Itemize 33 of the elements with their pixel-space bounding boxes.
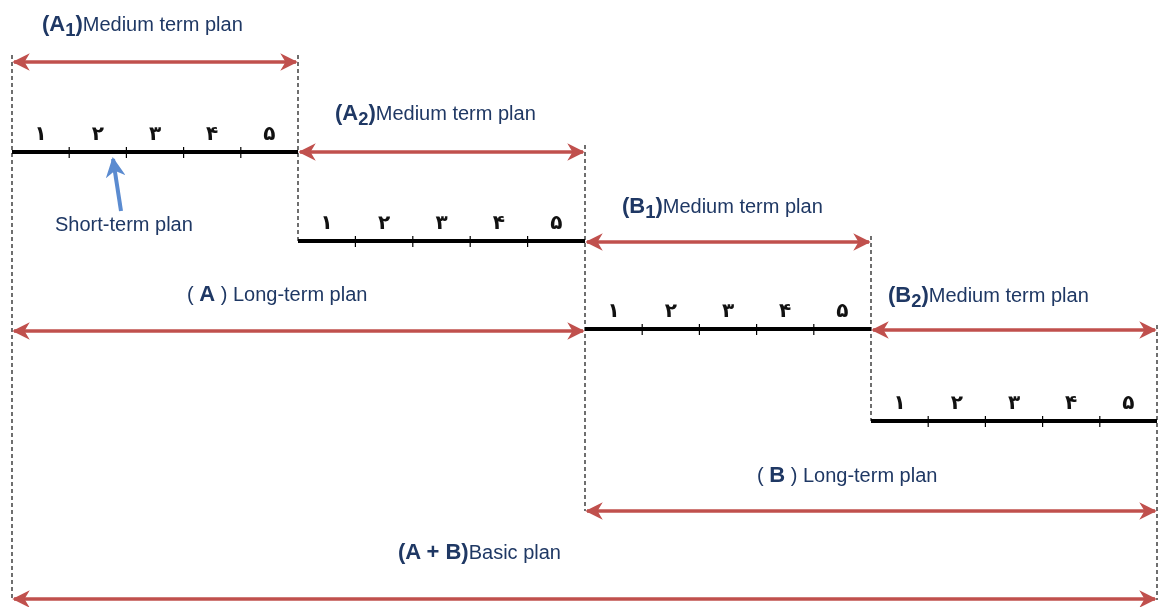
scale-number: ۵ (1121, 391, 1136, 413)
scale-number: ۱ (892, 391, 907, 413)
scale-number: ۳ (147, 122, 163, 144)
scale-number: ۳ (1006, 391, 1022, 413)
scale-number: ۵ (549, 211, 564, 233)
scale-number: ۲ (377, 211, 392, 233)
timeline-scale (585, 323, 871, 335)
span-label: (B$_{2}$)Medium term plan (888, 283, 1089, 314)
note-text: Short-term plan (55, 212, 193, 236)
scale-number: ۱ (33, 122, 48, 144)
scale-number: ۴ (491, 211, 506, 233)
span-label: (A$_{1}$)Medium term plan (42, 12, 243, 43)
span-label: (A + B)Basic plan (398, 540, 561, 564)
scale-number: ۴ (1064, 391, 1079, 413)
timeline-scale (12, 146, 298, 158)
scale-number: ۴ (778, 299, 793, 321)
scale-number: ۵ (835, 299, 850, 321)
scale-number: ۱ (606, 299, 621, 321)
timeline-scale (871, 415, 1157, 427)
span-label: ( A ) Long-term plan (187, 282, 368, 306)
scale-number: ۲ (663, 299, 678, 321)
scale-number: ۳ (720, 299, 736, 321)
scale-number: ۴ (205, 122, 220, 144)
scale-number: ۱ (319, 211, 334, 233)
scale-number: ۲ (90, 122, 105, 144)
span-label: (B$_{1}$)Medium term plan (622, 194, 823, 225)
scale-number: ۳ (434, 211, 449, 233)
scale-number: ۵ (262, 122, 277, 144)
span-label: ( B ) Long-term plan (757, 463, 938, 487)
leader-arrow (105, 157, 126, 212)
timeline-scale (298, 235, 585, 247)
span-label: (A$_{2}$)Medium term plan (335, 101, 536, 132)
scale-number: ۲ (949, 391, 964, 413)
